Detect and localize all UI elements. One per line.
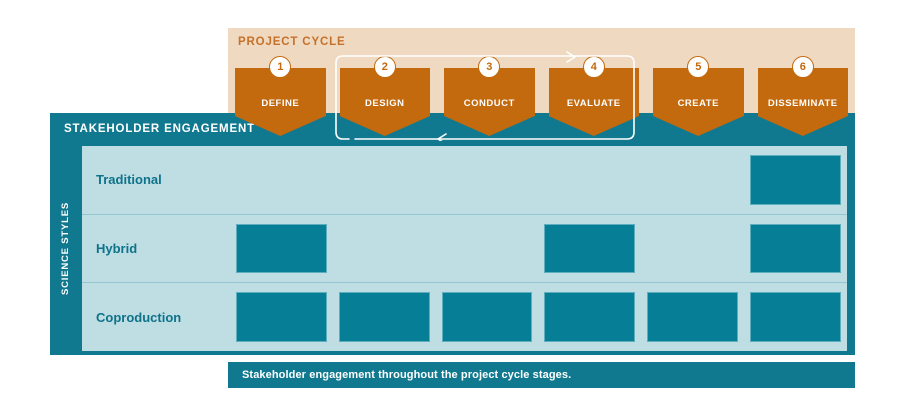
stage-conduct[interactable]: CONDUCT 3 — [437, 56, 542, 148]
stage-label: DISSEMINATE — [767, 98, 838, 109]
stage-number-badge: 5 — [687, 56, 710, 78]
matrix-cell-traditional-evaluate[interactable] — [538, 146, 641, 214]
stage-label: CONDUCT — [463, 98, 515, 109]
matrix-cell-hybrid-create[interactable] — [641, 215, 744, 283]
caption-text: Stakeholder engagement throughout the pr… — [242, 369, 572, 381]
stage-evaluate[interactable]: EVALUATE 4 — [542, 56, 647, 148]
matrix-cell-traditional-disseminate[interactable] — [744, 146, 847, 214]
matrix-cell-coproduction-disseminate[interactable] — [744, 283, 847, 351]
stage-box: CREATE — [653, 68, 744, 116]
engagement-mark — [750, 292, 841, 343]
stage-label: DEFINE — [261, 98, 300, 109]
row-label-cell: Coproduction — [82, 283, 230, 351]
stage-number-badge: 3 — [478, 56, 501, 78]
matrix-cell-hybrid-design[interactable] — [333, 215, 436, 283]
stage-label: CREATE — [677, 98, 719, 109]
science-styles-axis-label: SCIENCE STYLES — [50, 146, 82, 351]
engagement-matrix: Traditional — [82, 146, 847, 351]
matrix-cell-hybrid-evaluate[interactable] — [538, 215, 641, 283]
matrix-cell-coproduction-conduct[interactable] — [436, 283, 539, 351]
engagement-mark — [750, 223, 841, 274]
row-cells — [230, 215, 847, 283]
matrix-cell-traditional-create[interactable] — [641, 146, 744, 214]
matrix-cell-traditional-design[interactable] — [333, 146, 436, 214]
row-label: Hybrid — [96, 241, 138, 256]
stage-label: EVALUATE — [566, 98, 621, 109]
stage-label: DESIGN — [365, 98, 405, 109]
science-styles-axis-text: SCIENCE STYLES — [60, 201, 72, 296]
stage-create[interactable]: CREATE 5 — [646, 56, 751, 148]
table-row: Hybrid — [82, 215, 847, 284]
engagement-mark — [544, 292, 636, 343]
stage-design[interactable]: DESIGN 2 — [333, 56, 438, 148]
matrix-cell-coproduction-evaluate[interactable] — [538, 283, 641, 351]
stakeholder-engagement-panel: STAKEHOLDER ENGAGEMENT SCIENCE STYLES Tr… — [50, 113, 855, 355]
project-cycle-stage-row: DEFINE 1 DESIGN 2 CONDUCT 3 EVALUATE 4 C… — [228, 56, 856, 148]
stakeholder-engagement-title: STAKEHOLDER ENGAGEMENT — [64, 123, 255, 135]
stage-number-badge: 4 — [582, 56, 605, 78]
matrix-cell-hybrid-disseminate[interactable] — [744, 215, 847, 283]
stage-chevron-icon — [444, 116, 535, 136]
engagement-mark — [338, 292, 430, 343]
caption-bar: Stakeholder engagement throughout the pr… — [228, 362, 855, 388]
engagement-mark — [441, 292, 533, 343]
matrix-cell-coproduction-define[interactable] — [230, 283, 333, 351]
table-row: Coproduction — [82, 283, 847, 351]
stage-chevron-icon — [653, 116, 744, 136]
stage-disseminate[interactable]: DISSEMINATE 6 — [751, 56, 856, 148]
stage-number-badge: 2 — [373, 56, 396, 78]
matrix-cell-coproduction-create[interactable] — [641, 283, 744, 351]
matrix-cell-traditional-conduct[interactable] — [436, 146, 539, 214]
stage-define[interactable]: DEFINE 1 — [228, 56, 333, 148]
stage-chevron-icon — [548, 116, 639, 136]
stage-chevron-icon — [757, 116, 848, 136]
engagement-mark — [750, 155, 841, 205]
engagement-mark — [236, 292, 327, 343]
matrix-cell-traditional-define[interactable] — [230, 146, 333, 214]
row-cells — [230, 283, 847, 351]
matrix-cell-coproduction-design[interactable] — [333, 283, 436, 351]
stage-chevron-icon — [339, 116, 430, 136]
engagement-mark — [236, 223, 327, 274]
stage-chevron-icon — [235, 116, 326, 136]
stage-number-badge: 1 — [269, 56, 292, 78]
engagement-mark — [544, 223, 636, 274]
row-label: Traditional — [96, 172, 162, 188]
row-cells — [230, 146, 847, 214]
row-label-cell: Hybrid — [82, 215, 230, 283]
matrix-cell-hybrid-define[interactable] — [230, 215, 333, 283]
stage-number-badge: 6 — [791, 56, 814, 78]
project-cycle-title: PROJECT CYCLE — [238, 36, 346, 48]
table-row: Traditional — [82, 146, 847, 215]
engagement-mark — [647, 292, 739, 343]
matrix-cell-hybrid-conduct[interactable] — [436, 215, 539, 283]
row-label-cell: Traditional — [82, 146, 230, 214]
row-label: Coproduction — [96, 309, 182, 325]
